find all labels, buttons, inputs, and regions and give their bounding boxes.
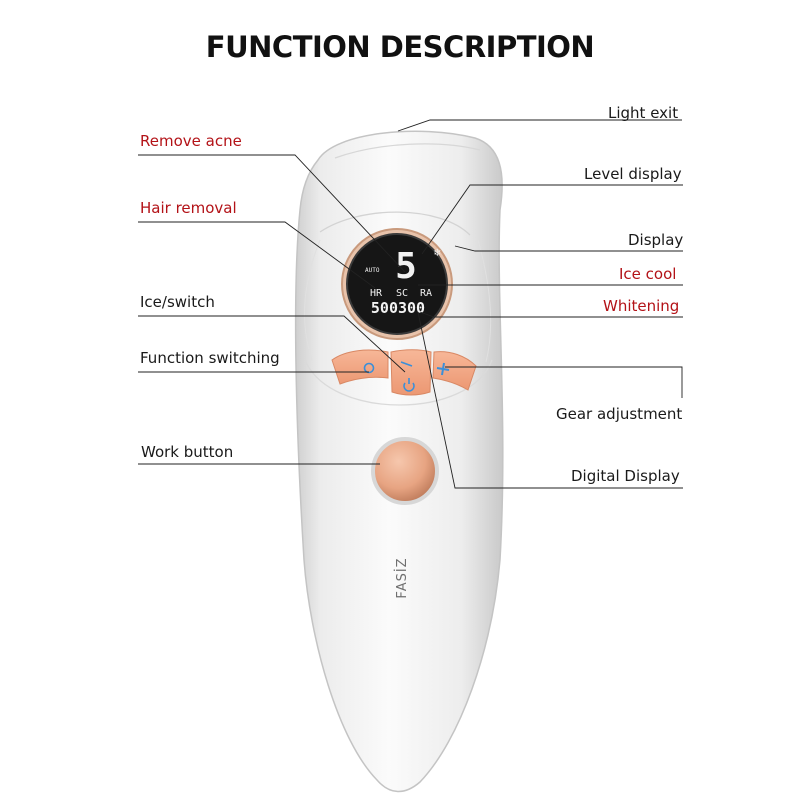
power-button[interactable]	[390, 349, 432, 396]
lcd-mode-hr: HR	[370, 288, 383, 299]
label-whitening: Whitening	[603, 297, 680, 315]
cycle-icon	[363, 362, 375, 374]
label-hair-removal: Hair removal	[140, 199, 237, 217]
label-ice-switch: Ice/switch	[140, 293, 215, 311]
label-work-button: Work button	[141, 443, 234, 461]
brand-logo: FASİZ	[394, 557, 410, 598]
label-digital-display: Digital Display	[571, 467, 680, 485]
power-icon	[403, 378, 415, 392]
work-button[interactable]	[371, 437, 439, 505]
lcd-mode-sc: SC	[396, 288, 408, 299]
label-ice-cool: Ice cool	[619, 265, 677, 283]
label-function-switching: Function switching	[140, 349, 280, 367]
label-light-exit: Light exit	[608, 104, 679, 122]
minus-icon	[400, 361, 413, 367]
lcd-counter: 500300	[371, 299, 425, 317]
function-switch-button[interactable]	[331, 349, 389, 385]
lcd-display	[347, 234, 447, 334]
lcd-level: 5	[395, 246, 417, 287]
label-gear-adjustment: Gear adjustment	[556, 405, 683, 423]
label-remove-acne: Remove acne	[140, 132, 242, 150]
gear-plus-button[interactable]	[432, 351, 477, 391]
lcd-auto: AUTO	[365, 267, 380, 274]
label-display: Display	[628, 231, 684, 249]
leader-lines	[138, 119, 683, 489]
page-title: FUNCTION DESCRIPTION	[205, 30, 595, 64]
lcd-mode-ra: RA	[420, 288, 432, 299]
plus-icon	[436, 362, 450, 376]
label-level-display: Level display	[584, 165, 682, 183]
snowflake-icon: ❄	[434, 246, 441, 259]
